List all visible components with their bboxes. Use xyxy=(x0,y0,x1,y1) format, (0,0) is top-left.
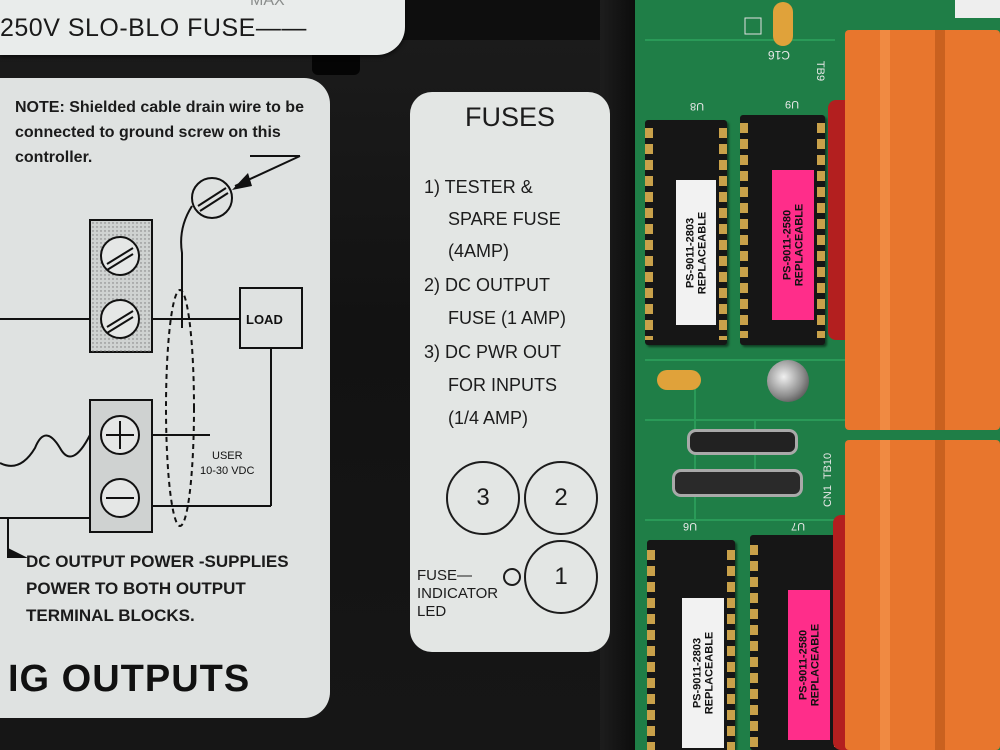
connector-ridge xyxy=(935,440,945,750)
top-fuse-label: MAX 250V SLO-BLO FUSE—— xyxy=(0,0,405,55)
load-label: LOAD xyxy=(246,312,283,327)
fuse-3-circle: 3 xyxy=(446,461,520,535)
fuse-line: 1) TESTER & xyxy=(424,177,533,197)
ground-screw-icon xyxy=(191,177,233,219)
note-bold: NOTE: xyxy=(15,99,65,116)
chip-part-number: PS-9011-2803 xyxy=(684,217,697,288)
dc-output-text: DC OUTPUT POWER -SUPPLIES POWER TO BOTH … xyxy=(26,552,289,625)
user-label: USER xyxy=(212,450,243,462)
terminal-connector xyxy=(845,30,1000,430)
circuit-board: C16 U8 U9 TB9 TB10 U6 U7 CN1 PS-9011-280… xyxy=(635,0,1000,750)
fuse-indicator-led-icon xyxy=(503,568,521,586)
fuse-1-circle: 1 xyxy=(524,540,598,614)
fuse-2-circle: 2 xyxy=(524,461,598,535)
voltage-label: 10-30 VDC xyxy=(200,465,255,477)
diode xyxy=(675,472,800,494)
capacitor xyxy=(657,370,701,390)
silkscreen-cn1: CN1 xyxy=(822,484,835,508)
fuse-line: FUSE (1 AMP) xyxy=(448,308,567,328)
top-label-text: 250V SLO-BLO FUSE—— xyxy=(0,14,307,42)
silkscreen-u7: U7 xyxy=(791,520,806,532)
fuse-line: (1/4 AMP) xyxy=(448,408,529,428)
fuse-line: 3) DC PWR OUT xyxy=(424,342,561,362)
outputs-heading: IG OUTPUTS xyxy=(8,658,251,700)
chip-replaceable: REPLACEABLE xyxy=(809,623,822,707)
fuse-indicator-text: FUSE— INDICATOR LED xyxy=(417,567,498,621)
terminal-connector xyxy=(845,440,1000,750)
chip-part-number: PS-9011-2580 xyxy=(797,629,810,701)
wiring-diagram-label: NOTE: Shielded cable drain wire to be co… xyxy=(0,78,330,718)
fuses-title: FUSES xyxy=(464,102,556,132)
capacitor xyxy=(773,2,793,46)
electrolytic-capacitor xyxy=(767,360,809,402)
silkscreen-tb9: TB9 xyxy=(814,60,827,82)
indicator-line: LED xyxy=(417,603,447,620)
silkscreen-c16: C16 xyxy=(768,48,791,62)
chip-part-number: PS-9011-2580 xyxy=(781,209,794,281)
fuse-line: 2) DC OUTPUT xyxy=(424,275,550,295)
silkscreen-tb10: TB10 xyxy=(822,452,835,480)
chip-replaceable: REPLACEABLE xyxy=(696,211,709,294)
connector-ridge xyxy=(880,30,890,430)
chip-part-number: PS-9011-2803 xyxy=(691,637,704,709)
connector-ridge xyxy=(880,440,890,750)
chip-replaceable: REPLACEABLE xyxy=(793,203,806,287)
wiring-diagram xyxy=(0,155,303,558)
white-corner xyxy=(955,0,1000,18)
note-body: Shielded cable drain wire to be connecte… xyxy=(15,99,304,166)
fuse-line: SPARE FUSE xyxy=(448,209,561,229)
fuse-line: FOR INPUTS xyxy=(448,375,558,395)
top-label-ghost-text: MAX xyxy=(250,0,285,9)
silkscreen-u6: U6 xyxy=(683,520,698,532)
fuse-line: (4AMP) xyxy=(448,241,510,261)
chip-replaceable: REPLACEABLE xyxy=(703,631,716,715)
diode xyxy=(690,432,795,452)
connector-ridge xyxy=(935,30,945,430)
note-text: NOTE: Shielded cable drain wire to be co… xyxy=(15,95,325,170)
silkscreen-u9: U9 xyxy=(785,98,800,110)
indicator-line: FUSE— xyxy=(417,567,473,584)
indicator-line: INDICATOR xyxy=(417,585,499,602)
fuses-label: FUSES 1) TESTER & SPARE FUSE (4AMP) 2) D… xyxy=(410,92,610,652)
silkscreen-u8: U8 xyxy=(690,100,705,112)
